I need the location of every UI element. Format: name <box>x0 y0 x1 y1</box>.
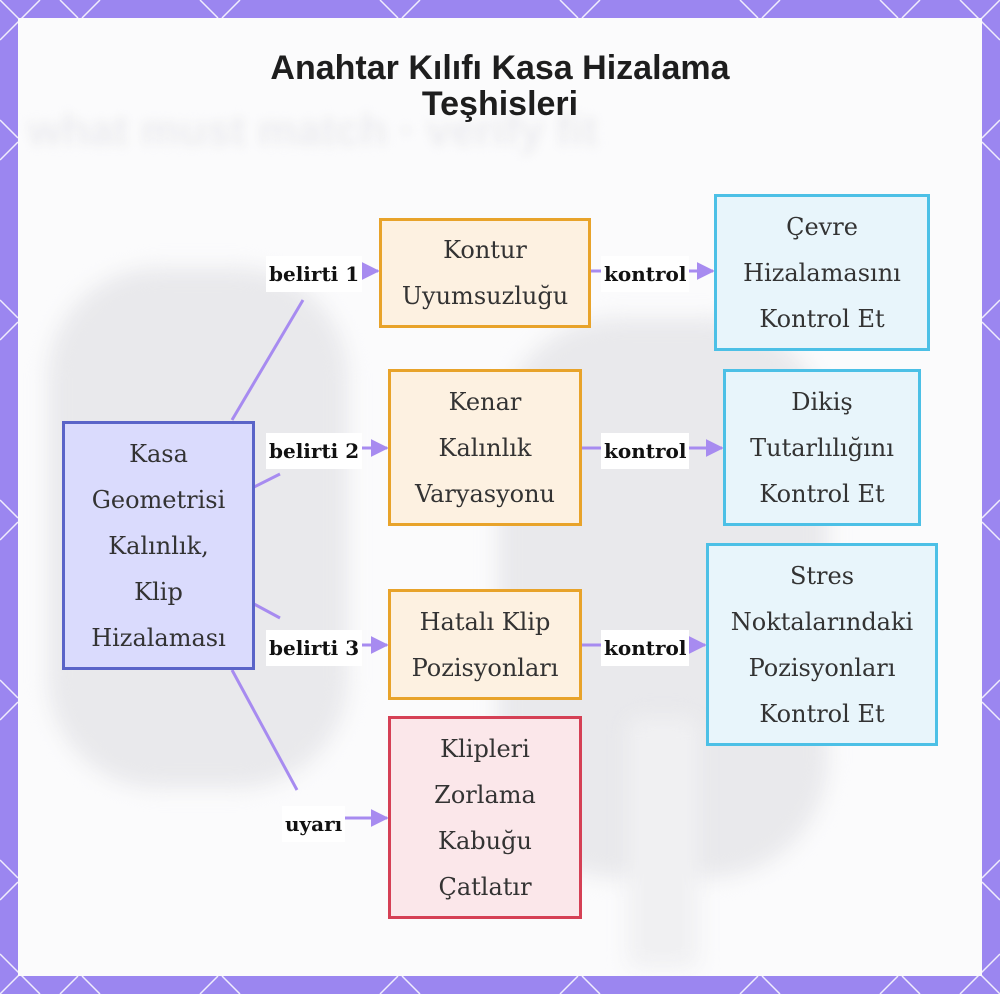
symptom-node-clip-positions: Hatalı Klip Pozisyonları <box>388 589 582 700</box>
symptom1-line: Kontur <box>443 236 527 264</box>
edge-label-symptom2: belirti 2 <box>266 433 363 469</box>
symptom-node-edge-thickness: Kenar Kalınlık Varyasyonu <box>388 369 582 526</box>
symptom3-line: Hatalı Klip <box>419 607 551 636</box>
check2-line: Tutarlılığını <box>750 433 894 462</box>
symptom2-line: Kalınlık <box>438 433 532 462</box>
check3-line: Kontrol Et <box>759 699 885 728</box>
warning-node-forcing-clips: Klipleri Zorlama Kabuğu Çatlatır <box>388 716 582 919</box>
warning-line: Çatlatır <box>438 872 532 901</box>
symptom1-line: Uyumsuzluğu <box>401 282 569 310</box>
diagram-title: Anahtar Kılıfı Kasa Hizalama Teşhisleri <box>18 50 982 122</box>
root-node-line: Kasa <box>129 439 188 468</box>
check3-line: Stres <box>789 561 855 590</box>
root-node-line: Geometrisi <box>91 485 226 514</box>
root-node-line: Kalınlık, <box>108 531 209 560</box>
edge-root-to-symptom1 <box>230 271 378 421</box>
check-node-perimeter-alignment: Çevre Hizalamasını Kontrol Et <box>714 194 930 351</box>
edge-label-check1: kontrol <box>601 256 690 292</box>
edge-label-symptom1: belirti 1 <box>266 256 363 292</box>
check1-line: Hizalamasını <box>743 258 901 287</box>
warning-line: Zorlama <box>434 780 536 809</box>
title-line-2: Teşhisleri <box>421 85 579 123</box>
edge-label-warning: uyarı <box>282 806 346 842</box>
root-node-line: Hizalaması <box>91 623 226 652</box>
symptom2-line: Kenar <box>448 387 522 416</box>
edge-label-symptom3: belirti 3 <box>266 630 363 666</box>
check1-line: Kontrol Et <box>759 304 885 333</box>
warning-line: Klipleri <box>440 734 530 763</box>
edge-label-check3: kontrol <box>601 630 690 666</box>
root-node-line: Klip <box>134 577 183 606</box>
warning-line: Kabuğu <box>438 826 532 855</box>
root-node-case-geometry: Kasa Geometrisi Kalınlık, Klip Hizalamas… <box>62 421 255 670</box>
background-key-blade <box>628 718 698 968</box>
check3-line: Noktalarındaki <box>730 607 914 636</box>
title-line-1: Anahtar Kılıfı Kasa Hizalama <box>270 49 730 87</box>
check2-line: Dikiş <box>791 387 853 416</box>
edge-root-to-warning <box>230 669 387 818</box>
check2-line: Kontrol Et <box>759 479 885 508</box>
background-blurred-caption: what must match · verify fit <box>28 106 598 155</box>
symptom2-line: Varyasyonu <box>414 479 555 508</box>
check-node-stress-points: Stres Noktalarındaki Pozisyonları Kontro… <box>706 543 938 746</box>
edge-label-check2: kontrol <box>601 433 690 469</box>
check3-line: Pozisyonları <box>748 653 896 682</box>
check-node-seam-consistency: Dikiş Tutarlılığını Kontrol Et <box>723 369 921 526</box>
check1-line: Çevre <box>786 212 858 241</box>
symptom-node-contour-mismatch: Kontur Uyumsuzluğu <box>379 218 591 328</box>
symptom3-line: Pozisyonları <box>411 653 559 682</box>
